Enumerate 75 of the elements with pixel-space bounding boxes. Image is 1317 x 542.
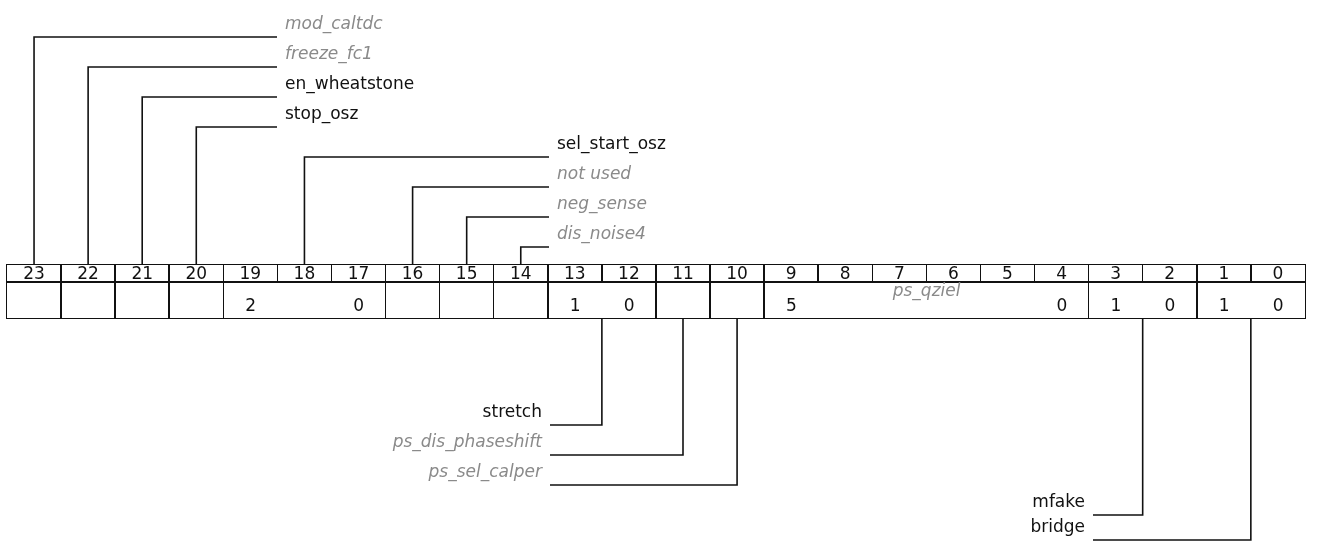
register-field-cell bbox=[1087, 281, 1198, 319]
bit-number: 20 bbox=[168, 264, 225, 283]
bit-index: 0 bbox=[352, 296, 366, 315]
bit-number: 21 bbox=[114, 264, 170, 283]
bit-number: 2 bbox=[1141, 264, 1198, 283]
field-name-label: freeze_fc1 bbox=[277, 43, 373, 67]
bit-number: 3 bbox=[1087, 264, 1144, 283]
register-field-cell bbox=[6, 281, 62, 319]
leader-line bbox=[195, 126, 278, 266]
bit-number: 5 bbox=[979, 264, 1036, 283]
bit-number: 11 bbox=[655, 264, 711, 283]
field-name-label: en_wheatstone bbox=[277, 73, 415, 97]
bit-number: 9 bbox=[763, 264, 819, 283]
field-name-label: stretch bbox=[482, 401, 550, 425]
field-name-label: neg_sense bbox=[549, 193, 647, 217]
field-name-label: mfake bbox=[1032, 491, 1093, 515]
bit-number: 19 bbox=[222, 264, 279, 283]
leader-line bbox=[519, 246, 550, 266]
leader-line bbox=[465, 216, 550, 266]
field-name-label: ps_sel_calper bbox=[428, 461, 550, 485]
register-field-cell bbox=[709, 281, 765, 319]
bit-number: 0 bbox=[1250, 264, 1306, 283]
bit-number: 6 bbox=[925, 264, 982, 283]
bit-number: 22 bbox=[60, 264, 116, 283]
field-name-label: not used bbox=[549, 163, 632, 187]
bit-index: 1 bbox=[1217, 296, 1231, 315]
bit-number: 7 bbox=[871, 264, 928, 283]
register-field-cell bbox=[114, 281, 170, 319]
bit-number: 1 bbox=[1196, 264, 1252, 283]
field-name-label: dis_noise4 bbox=[549, 223, 646, 247]
leader-line bbox=[303, 156, 550, 266]
bit-index: 5 bbox=[785, 296, 798, 315]
register-field-cell bbox=[438, 281, 495, 319]
leader-line bbox=[1092, 317, 1144, 516]
leader-line bbox=[1092, 317, 1252, 541]
register-field-cell bbox=[222, 281, 387, 319]
register-field-cell bbox=[547, 281, 657, 319]
field-name-label: ps_dis_phaseshift bbox=[392, 431, 550, 455]
leader-line bbox=[87, 66, 278, 266]
register-field-cell bbox=[655, 281, 711, 319]
leader-line bbox=[549, 317, 738, 486]
leader-line bbox=[549, 317, 603, 426]
register-field-cell bbox=[168, 281, 225, 319]
bit-number: 18 bbox=[276, 264, 333, 283]
bit-index: 2 bbox=[244, 296, 257, 315]
register-field-cell bbox=[60, 281, 116, 319]
bit-index: 1 bbox=[1109, 296, 1123, 315]
field-name-label: mod_caltdc bbox=[277, 13, 383, 37]
bit-index: 0 bbox=[1163, 296, 1177, 315]
bit-number: 13 bbox=[547, 264, 603, 283]
register-field-cell bbox=[492, 281, 549, 319]
bit-index: 0 bbox=[1271, 296, 1285, 315]
register-field-cell bbox=[763, 281, 1090, 319]
register-field-cell bbox=[384, 281, 441, 319]
bit-number: 10 bbox=[709, 264, 765, 283]
field-name: ps_qziel bbox=[891, 281, 962, 300]
field-name-label: bridge bbox=[1030, 516, 1093, 540]
field-name-label: sel_start_osz bbox=[549, 133, 666, 157]
field-name-label: stop_osz bbox=[277, 103, 359, 127]
leader-line bbox=[141, 96, 278, 266]
bit-number: 14 bbox=[492, 264, 549, 283]
bit-number: 15 bbox=[438, 264, 495, 283]
bit-number: 8 bbox=[817, 264, 873, 283]
bit-index: 1 bbox=[568, 296, 582, 315]
bit-index: 0 bbox=[1055, 296, 1069, 315]
bit-number: 16 bbox=[384, 264, 441, 283]
leader-line bbox=[33, 36, 278, 266]
bit-number: 12 bbox=[601, 264, 657, 283]
bit-number: 23 bbox=[6, 264, 62, 283]
leader-line bbox=[549, 317, 684, 456]
leader-line bbox=[411, 186, 550, 266]
bit-number: 4 bbox=[1033, 264, 1090, 283]
register-field-cell bbox=[1196, 281, 1306, 319]
bit-index: 0 bbox=[622, 296, 636, 315]
bit-number: 17 bbox=[330, 264, 387, 283]
